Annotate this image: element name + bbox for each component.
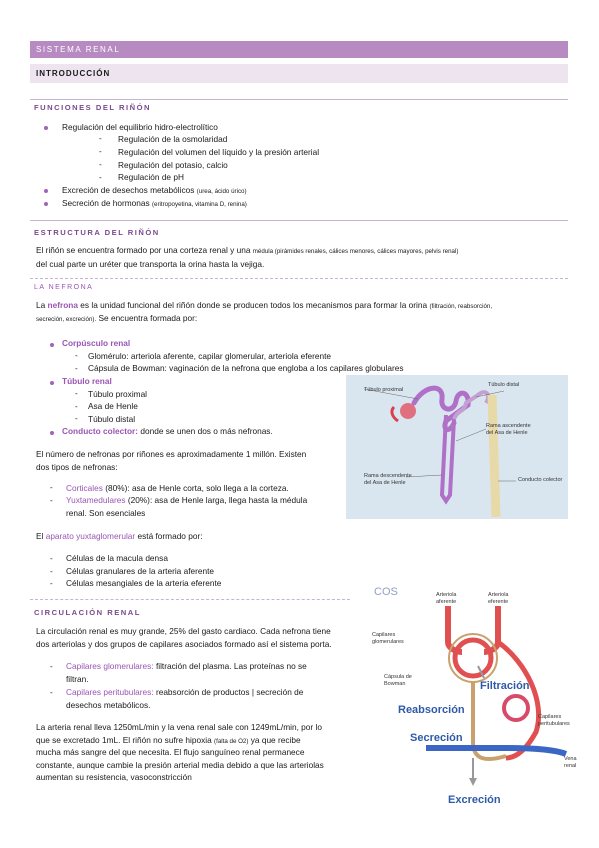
dash-icon: - [75, 414, 78, 423]
dash-icon: - [50, 496, 53, 505]
section-title-circulacion: CIRCULACIÓN RENAL [34, 608, 141, 617]
funcion-1-sub: Regulación del potasio, calcio [118, 160, 228, 170]
title-banner: SISTEMA RENAL [30, 41, 568, 58]
circulacion-l1: La arteria renal lleva 1250mL/min y la v… [36, 722, 322, 732]
dash-icon: - [75, 402, 78, 411]
nefrona-p2: secreción, excreción). Se encuentra form… [36, 313, 198, 323]
bullet-icon [50, 431, 54, 435]
dash-icon: - [99, 134, 102, 143]
aparato-item: Células de la macula densa [66, 553, 168, 563]
label-filtracion: Filtración [480, 680, 530, 692]
funcion-1-sub: Regulación del volumen del líquido y la … [118, 147, 320, 157]
bullet-icon [50, 343, 54, 347]
label-conducto-colector: Conducto colector [518, 477, 563, 483]
label-secrecion: Secreción [410, 732, 463, 744]
aparato-yuxtaglomerular: El aparato yuxtaglomerular está formado … [36, 531, 203, 541]
capilares-glomerulares: Capilares glomerulares: filtración del p… [66, 661, 307, 671]
corpusculo-renal: Corpúsculo renal [62, 338, 131, 348]
nefrona-num-2: dos tipos de nefronas: [36, 462, 118, 472]
bullet-icon [44, 202, 48, 206]
dash-icon: - [50, 662, 53, 671]
section-title-estructura: ESTRUCTURA DEL RIÑÓN [34, 228, 160, 237]
dash-icon: - [50, 567, 53, 576]
dash-icon: - [75, 364, 78, 373]
funcion-1-sub: Regulación de pH [118, 172, 184, 182]
circulacion-p1: La circulación renal es muy grande, 25% … [36, 626, 331, 636]
label-reabsorcion: Reabsorción [398, 704, 465, 716]
capilares-peritubulares: Capilares peritubulares: reabsorción de … [66, 687, 304, 697]
dash-icon: - [50, 579, 53, 588]
dash-icon: - [99, 147, 102, 156]
funcion-1: Regulación del equilibrio hidro-electrol… [62, 122, 218, 132]
corpusculo-sub: Glomérulo: arteriola aferente, capilar g… [88, 351, 332, 361]
divider [30, 220, 568, 221]
funcion-2: Excreción de desechos metabólicos (urea,… [62, 185, 247, 195]
section-title-nefrona: LA NEFRONA [34, 284, 94, 291]
tubulo-sub: Túbulo distal [88, 414, 136, 424]
conducto-colector: Conducto colector: donde se unen dos o m… [62, 426, 273, 436]
nefrona-num-1: El número de nefronas por riñones es apr… [36, 449, 307, 459]
section-title-funciones: FUNCIONES DEL RIÑÓN [34, 103, 151, 112]
capilares-glomerulares-2: filtran. [66, 674, 89, 684]
dash-icon: - [99, 160, 102, 169]
circulacion-l4: constante, aunque cambie la presión arte… [36, 760, 324, 770]
estructura-p1: El riñón se encuentra formado por una co… [36, 245, 459, 255]
circulacion-l5: aumentan su resistencia, vasoconstricció… [36, 772, 192, 782]
nefrona-yuxtamedular: Yuxtamedulares (20%): asa de Henle larga… [66, 495, 308, 505]
bullet-icon [44, 189, 48, 193]
intro-banner: INTRODUCCIÓN [30, 64, 568, 83]
divider [30, 278, 568, 279]
tubulo-renal: Túbulo renal [62, 376, 112, 386]
funcion-1-sub: Regulación de la osmolaridad [118, 134, 228, 144]
circulacion-l3: mucha más sangre del que necesita. El fl… [36, 747, 305, 757]
capilares-peritubulares-2: desechos metabólicos. [66, 700, 151, 710]
tubulo-sub: Asa de Henle [88, 401, 138, 411]
label-tubulo-proximal: Túbulo proximal [364, 387, 404, 393]
corpusculo-sub: Cápsula de Bowman: vaginación de la nefr… [88, 363, 404, 373]
funcion-3: Secreción de hormonas (eritropoyetina, v… [62, 198, 247, 208]
label-excrecion: Excreción [448, 794, 501, 806]
dash-icon: - [75, 389, 78, 398]
estructura-p2: del cual parte un uréter que transporta … [36, 259, 265, 269]
nefrona-p1: La nefrona es la unidad funcional del ri… [36, 300, 493, 310]
bullet-icon [50, 381, 54, 385]
aparato-item: Células granulares de la arteria aferent… [66, 566, 215, 576]
label-tubulo-distal: Túbulo distal [488, 382, 520, 388]
tubulo-sub: Túbulo proximal [88, 389, 148, 399]
nephron-figure: Túbulo proximal Túbulo distal Rama ascen… [346, 375, 568, 519]
divider [30, 99, 568, 100]
circulacion-p2: dos arteriolas y dos grupos de capilares… [36, 639, 332, 649]
nefrona-cortical: Corticales (80%): asa de Henle corta, so… [66, 483, 289, 493]
aparato-item: Células mesangiales de la arteria eferen… [66, 578, 222, 588]
dash-icon: - [99, 173, 102, 182]
dash-icon: - [50, 688, 53, 697]
dash-icon: - [50, 483, 53, 492]
nefrona-yuxtamedular-2: renal. Son esenciales [66, 508, 146, 518]
bullet-icon [44, 126, 48, 130]
dash-icon: - [75, 351, 78, 360]
circulacion-l2: que se excretado 1mL. El riñón no sufre … [36, 735, 301, 745]
label-cos: COS [374, 586, 398, 598]
divider [30, 599, 350, 600]
dash-icon: - [50, 554, 53, 563]
circulation-diagram [426, 606, 568, 786]
nephron-diagram [363, 385, 516, 518]
